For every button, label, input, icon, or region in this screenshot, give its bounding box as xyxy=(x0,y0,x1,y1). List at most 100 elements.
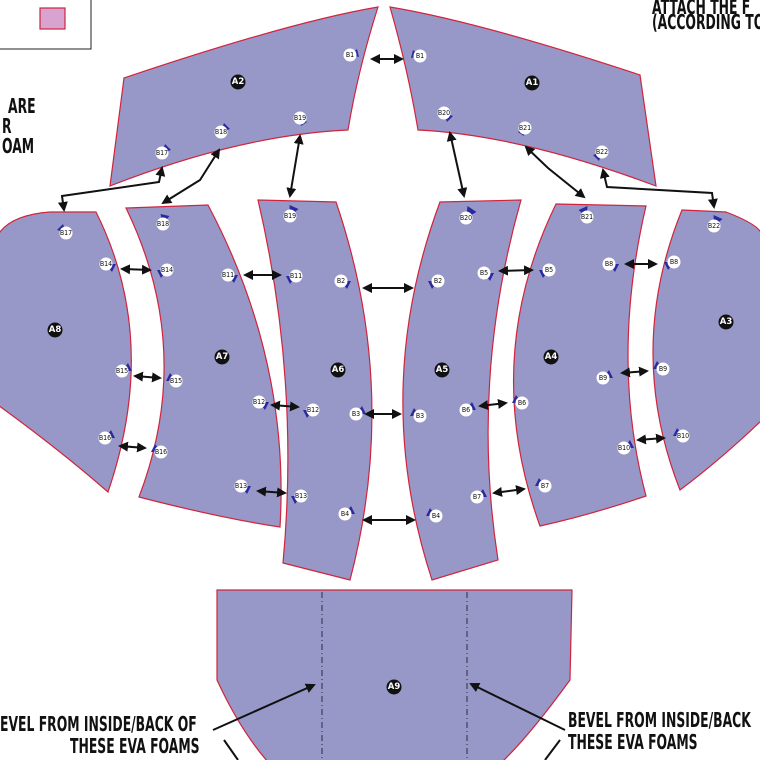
connector-b5 xyxy=(498,265,534,276)
marker-label: B2 xyxy=(337,277,345,285)
marker-label: B17 xyxy=(60,229,72,237)
marker-bubble xyxy=(59,226,73,240)
note-bevel-right-line1: BEVEL FROM INSIDE/BACK xyxy=(568,709,752,732)
marker-label: B9 xyxy=(659,365,667,373)
marker-label: B7 xyxy=(541,482,549,490)
connector-b16 xyxy=(118,441,147,453)
connector-b6 xyxy=(478,398,508,411)
marker-bubble xyxy=(234,479,248,493)
marker-bubble xyxy=(515,396,529,410)
bevel-arrows xyxy=(212,683,566,760)
svg-text:A6: A6 xyxy=(332,365,345,375)
marker-bubble xyxy=(349,407,363,421)
marker-b10: B10 xyxy=(673,428,690,443)
note-bevel-right-line2: THESE EVA FOAMS xyxy=(568,731,698,754)
piece-a3 xyxy=(652,209,760,491)
marker-label: B1 xyxy=(416,52,424,60)
note-left-line1: ARE xyxy=(8,95,36,118)
marker-label: B12 xyxy=(307,406,319,414)
marker-b3: B3 xyxy=(410,408,427,423)
marker-b10: B10 xyxy=(617,440,634,455)
bevel-arrow-right xyxy=(469,683,566,731)
marker-label: B13 xyxy=(235,482,247,490)
marker-label: B18 xyxy=(157,220,169,228)
marker-b1: B1 xyxy=(411,49,427,63)
note-left-line3: OAM xyxy=(2,135,34,158)
marker-b22: B22 xyxy=(707,215,723,233)
connector-b14 xyxy=(120,264,152,275)
piece-a8 xyxy=(0,211,132,494)
piece-a4 xyxy=(512,203,647,527)
marker-b14: B14 xyxy=(157,263,174,278)
marker-bubble xyxy=(617,441,631,455)
marker-bubble xyxy=(518,121,532,135)
marker-b21: B21 xyxy=(578,206,594,224)
marker-b15: B15 xyxy=(166,373,183,388)
connector-b17 xyxy=(57,166,166,212)
marker-b14: B14 xyxy=(99,257,116,272)
marker-b17: B17 xyxy=(155,144,171,160)
marker-bubble xyxy=(431,274,445,288)
marker-b11: B11 xyxy=(286,269,303,284)
marker-bubble xyxy=(221,268,235,282)
marker-b7: B7 xyxy=(470,489,487,504)
marker-bubble xyxy=(477,266,491,280)
connector-b19 xyxy=(286,134,304,198)
label-a8: A8 xyxy=(47,322,63,338)
marker-bubble xyxy=(289,269,303,283)
marker-label: B4 xyxy=(341,510,349,518)
marker-b3: B3 xyxy=(349,406,366,421)
marker-b13: B13 xyxy=(291,489,308,504)
svg-text:A9: A9 xyxy=(388,682,401,692)
marker-b8: B8 xyxy=(664,255,681,270)
marker-bubble xyxy=(596,371,610,385)
marker-b6: B6 xyxy=(512,395,529,410)
connector-b20 xyxy=(446,131,468,198)
connector-b9 xyxy=(620,366,649,378)
bevel-pointer-left xyxy=(223,739,239,760)
connector-b13 xyxy=(256,486,287,498)
marker-bubble xyxy=(338,507,352,521)
marker-b21: B21 xyxy=(518,121,532,136)
marker-label: B11 xyxy=(222,271,234,279)
marker-label: B22 xyxy=(596,148,608,156)
marker-label: B4 xyxy=(432,512,440,520)
piece-a6 xyxy=(257,199,373,581)
connector-b10 xyxy=(636,433,666,445)
legend xyxy=(0,0,92,50)
marker-bubble xyxy=(470,490,484,504)
connector-b22 xyxy=(599,168,718,209)
marker-bubble xyxy=(283,209,297,223)
marker-b8: B8 xyxy=(602,257,619,272)
marker-label: B16 xyxy=(155,448,167,456)
marker-label: B3 xyxy=(352,410,360,418)
marker-bubble xyxy=(538,479,552,493)
connector-b21 xyxy=(524,145,586,199)
bevel-pointer-right xyxy=(544,739,561,760)
marker-b16: B16 xyxy=(98,430,115,445)
svg-text:A8: A8 xyxy=(49,325,62,335)
note-top-right-line2: (ACCORDING TO xyxy=(652,11,760,34)
marker-bubble xyxy=(115,364,129,378)
marker-bubble xyxy=(306,403,320,417)
label-a6: A6 xyxy=(330,362,346,378)
marker-bubble xyxy=(602,257,616,271)
marker-b11: B11 xyxy=(221,268,238,283)
marker-label: B14 xyxy=(100,260,112,268)
marker-label: B15 xyxy=(170,377,182,385)
marker-label: B19 xyxy=(284,212,296,220)
connector-b7 xyxy=(492,485,526,497)
marker-b9: B9 xyxy=(596,370,613,385)
marker-bubble xyxy=(429,509,443,523)
connectors xyxy=(57,54,718,525)
marker-bubble xyxy=(413,409,427,423)
marker-bubble xyxy=(656,362,670,376)
marker-b6: B6 xyxy=(459,402,476,417)
note-top-right-line1: ATTACH THE F xyxy=(652,0,750,19)
marker-b12: B12 xyxy=(303,403,320,418)
svg-text:A7: A7 xyxy=(216,352,229,362)
marker-bubble xyxy=(676,429,690,443)
marker-b1: B1 xyxy=(343,48,359,62)
